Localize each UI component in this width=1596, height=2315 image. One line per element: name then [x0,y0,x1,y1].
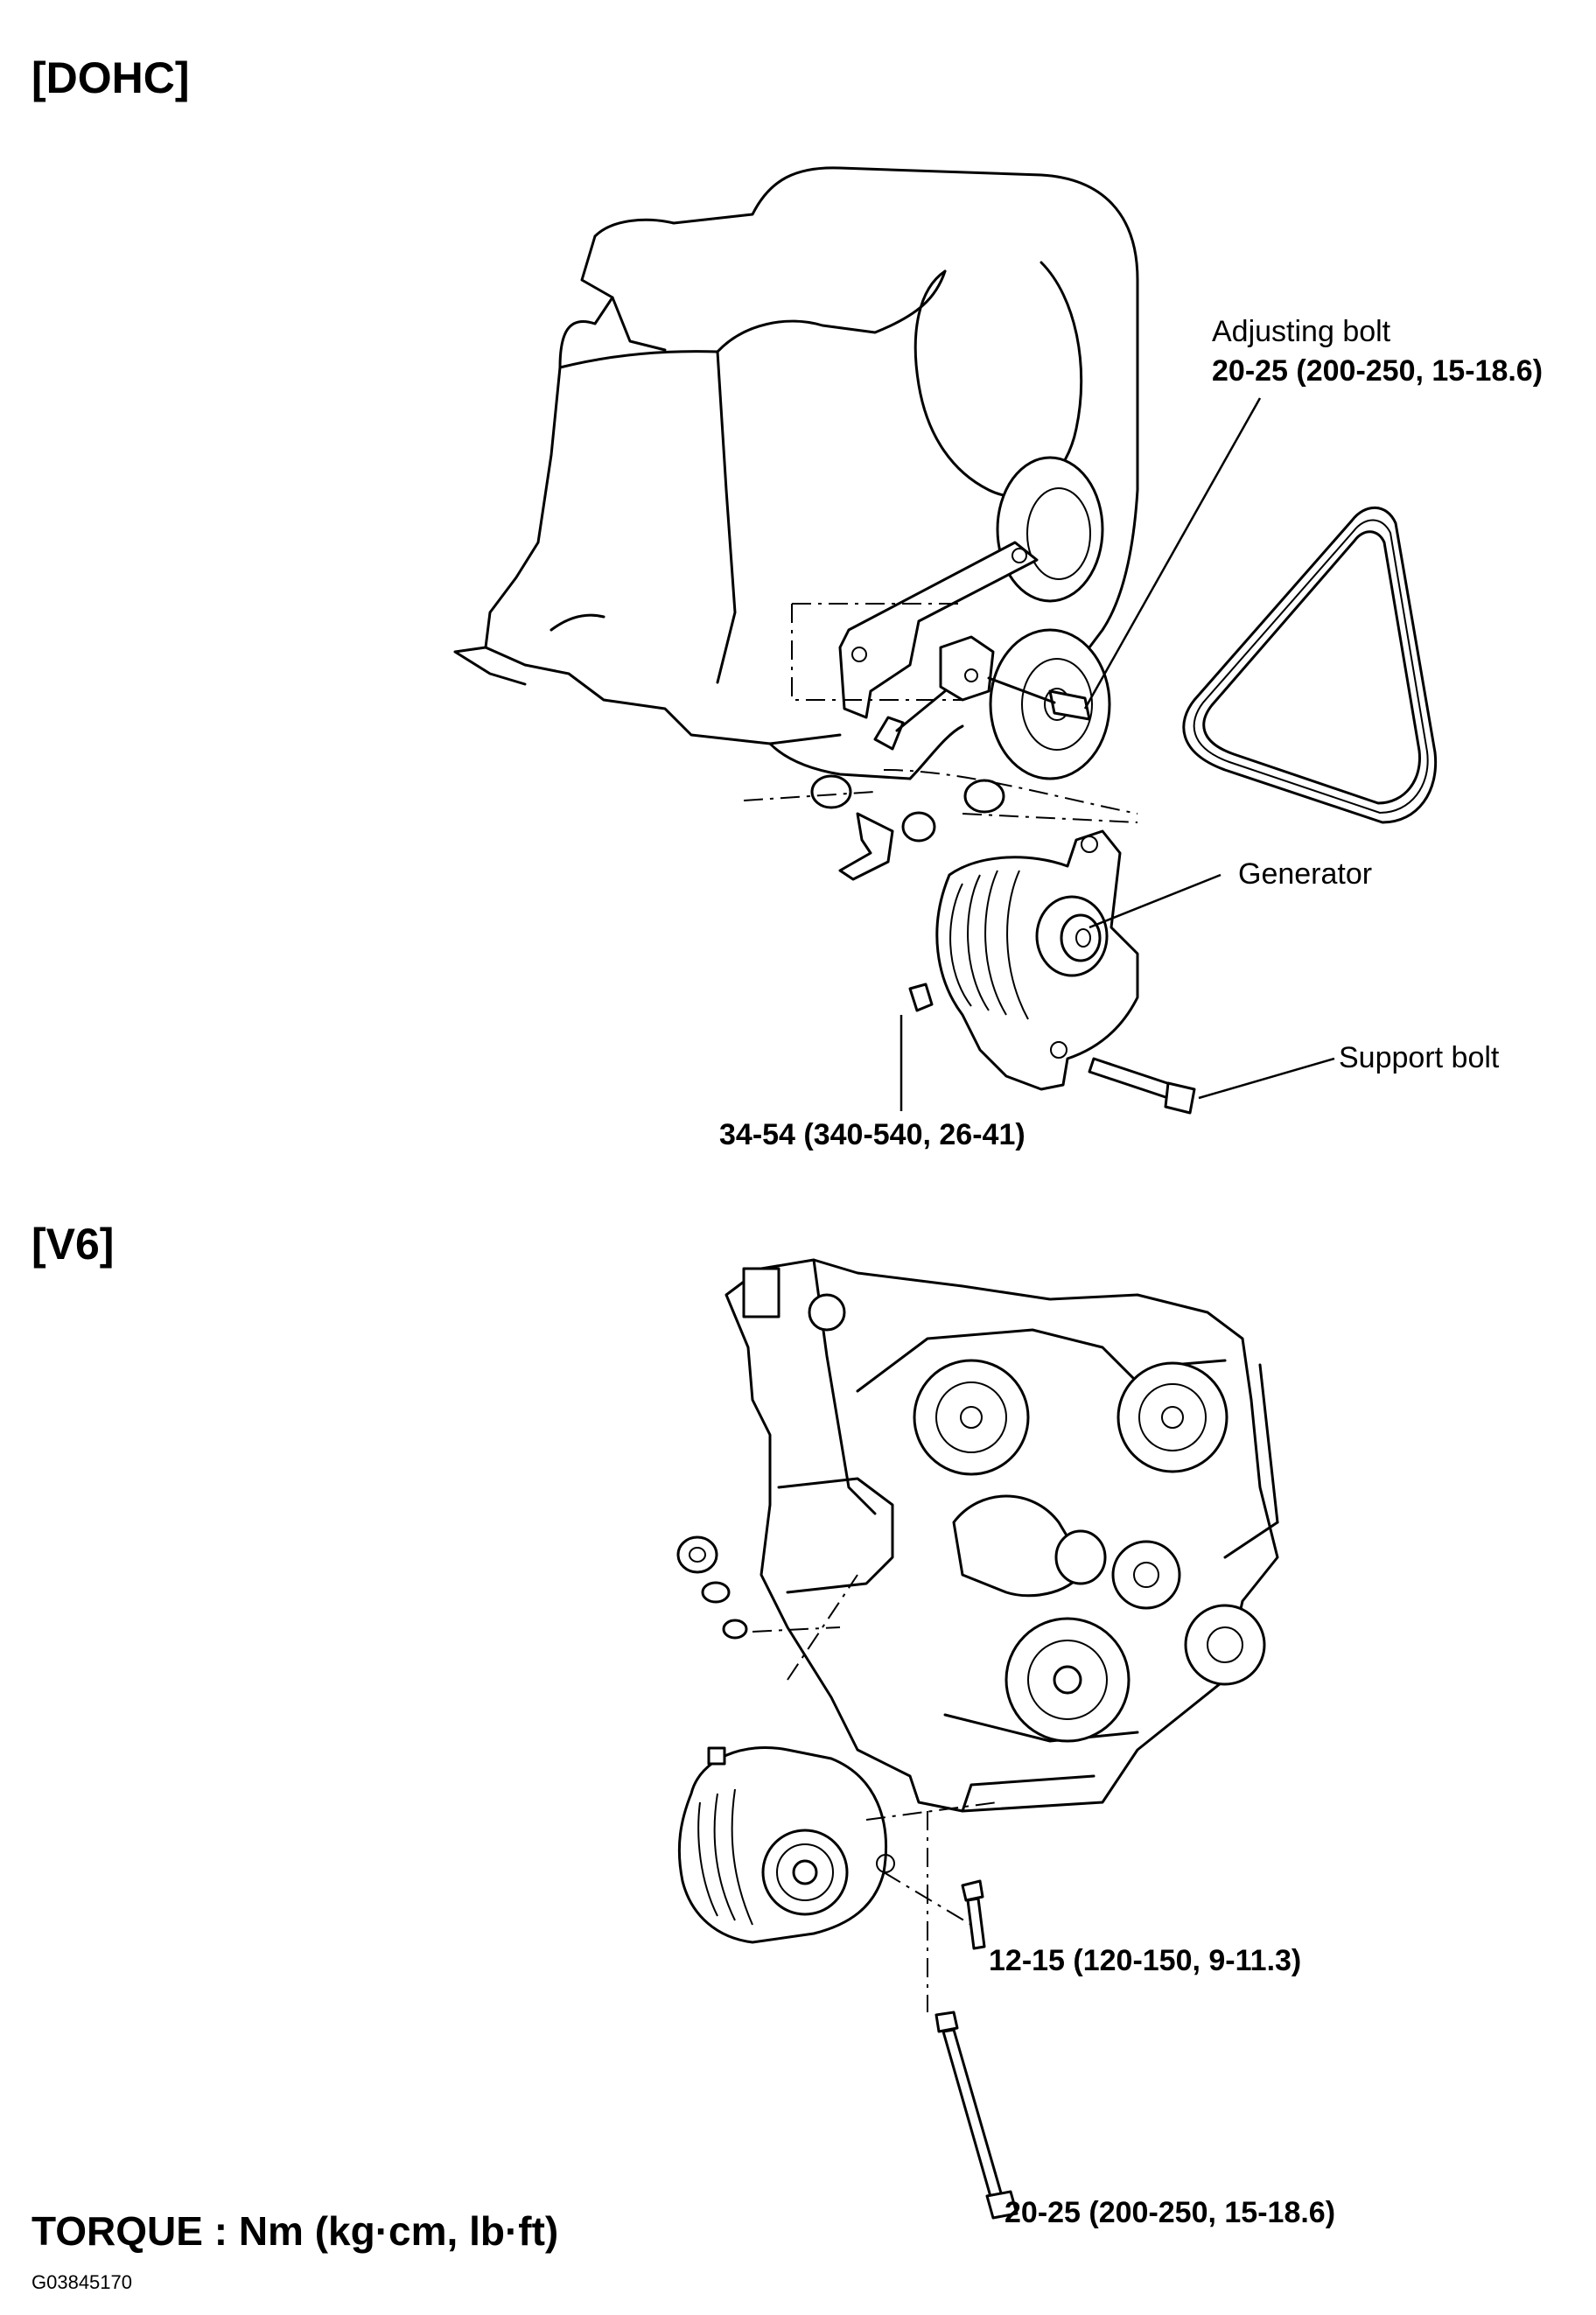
dohc-support-bolt [1088,1057,1196,1115]
dohc-pulleys [989,456,1111,780]
dohc-adjusting-bracket [791,541,1039,719]
torque-units-footer: TORQUE : Nm (kg·cm, lb·ft) [32,2208,559,2254]
dohc-mount-parts [743,769,1138,881]
adjusting-bolt-label: Adjusting bolt [1212,315,1391,348]
v6-engine-block [724,1258,1279,1813]
v6-pulleys [913,1359,1266,1743]
section-title-dohc: [DOHC] [32,53,190,102]
section-title-v6: [V6] [32,1220,115,1269]
dohc-bolts [873,676,1091,751]
adjusting-bolt-torque: 20-25 (200-250, 15-18.6) [1212,354,1544,388]
v6-washers-nuts [676,1535,841,1640]
dohc-engine-block [453,166,1139,780]
generator-label: Generator [1238,857,1373,891]
v6-bolts [934,1879,1018,2220]
support-bolt-label: Support bolt [1339,1041,1500,1074]
v6-generator [677,1745,895,1944]
dohc-v-belt [1182,506,1438,824]
v6-dash-lines [787,1574,998,2012]
nut-torque-label: 34-54 (340-540, 26-41) [719,1118,1026,1151]
figure-code: G03845170 [32,2271,132,2293]
dohc-generator [908,829,1139,1091]
long-bolt-torque-label: 20-25 (200-250, 15-18.6) [1004,2196,1336,2229]
small-bolt-torque-label: 12-15 (120-150, 9-11.3) [989,1944,1302,1977]
